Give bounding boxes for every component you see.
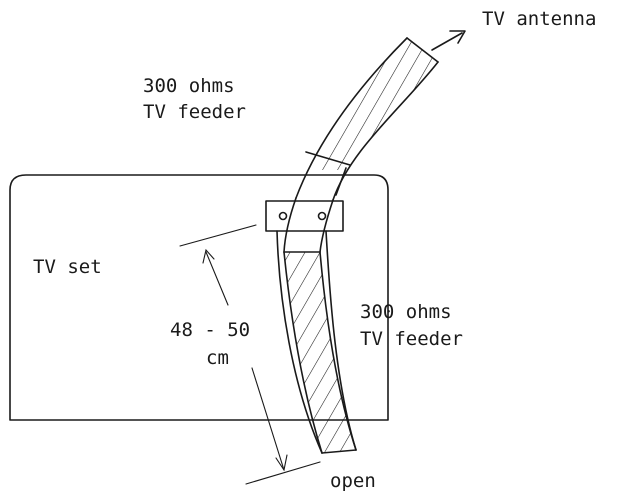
stub-feeder-label-line2: TV feeder <box>360 328 463 350</box>
length-dimension <box>179 224 321 485</box>
antenna-terminal-block <box>265 200 344 232</box>
upper-feeder <box>283 37 439 253</box>
length-value-label: 48 - 50 <box>170 319 250 341</box>
upper-feeder-label-line1: 300 ohms <box>143 75 235 97</box>
terminal-screw-right <box>317 211 327 221</box>
length-unit-label: cm <box>206 347 229 369</box>
antenna-label: TV antenna <box>482 8 596 30</box>
open-end-label: open <box>330 470 376 492</box>
stub-feeder <box>276 230 357 454</box>
tv-set-label: TV set <box>33 256 102 278</box>
tv-set-outline <box>9 174 389 421</box>
terminal-screw-left <box>278 211 288 221</box>
stub-feeder-label-line1: 300 ohms <box>360 301 452 323</box>
antenna-arrow <box>431 30 466 51</box>
upper-feeder-label-line2: TV feeder <box>143 101 246 123</box>
